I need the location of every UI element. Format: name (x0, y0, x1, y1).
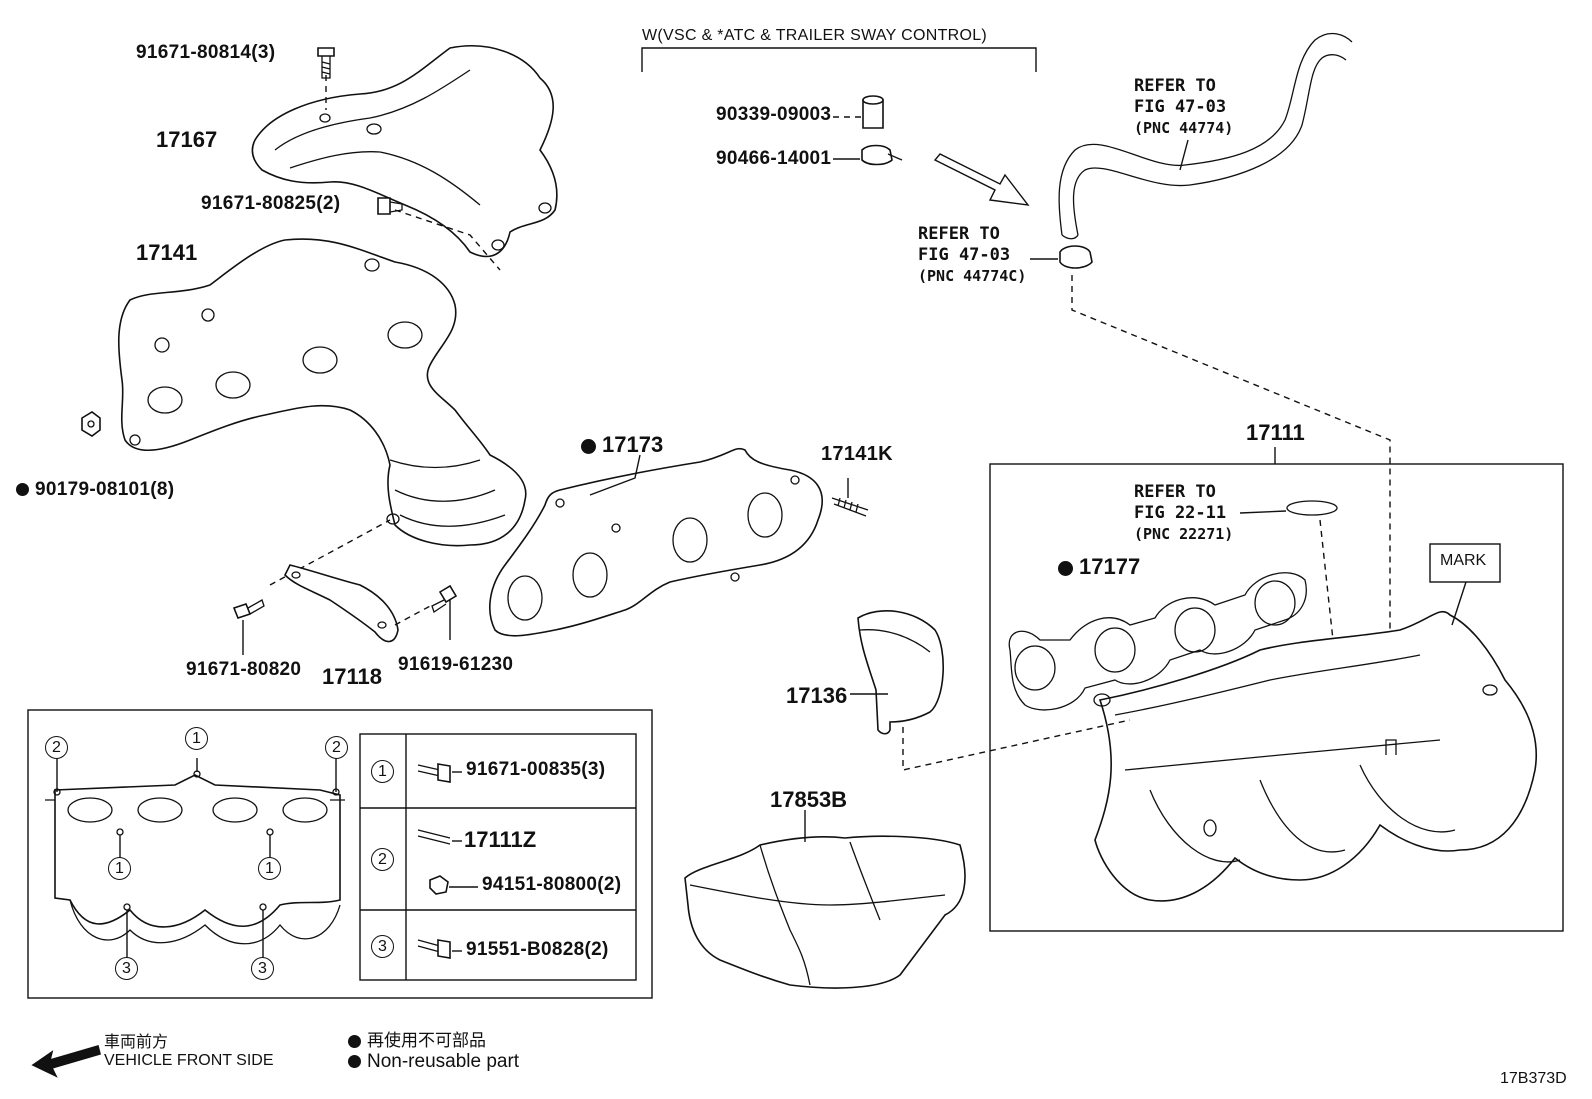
hose-shape (1058, 32, 1353, 240)
marker-1: 1 (108, 857, 131, 880)
nonreuse-dot-icon (16, 483, 29, 497)
bolt-80825-shape (377, 197, 403, 215)
legend-front-en: VEHICLE FRONT SIDE (104, 1052, 274, 1069)
nonreuse-dot-icon (348, 1035, 361, 1049)
label-heat-insulator: 17167 (156, 127, 218, 152)
table-item-3a: 91551-B0828(2) (466, 939, 609, 960)
bolt-80820-shape (232, 599, 265, 619)
marker-3: 3 (251, 957, 274, 980)
label-bolt-80814: 91671-80814(3) (136, 42, 276, 63)
label-insulator-17136: 17136 (786, 683, 848, 708)
gasket-17177-shape (1008, 572, 1307, 711)
label-gasket-17177: 17177 (1058, 554, 1140, 580)
stud-shape (831, 497, 869, 517)
label-bolt-80820: 91671-80820 (186, 659, 302, 680)
table-item-2b: 94151-80800(2) (482, 874, 622, 895)
intake-manifold-shape (1093, 610, 1538, 902)
table-key-2: 2 (371, 848, 394, 871)
cap-shape (862, 95, 884, 129)
table-item-2a: 17111Z (464, 827, 537, 852)
hose-clamp-shape (1059, 245, 1093, 269)
label-stay: 17118 (322, 664, 382, 689)
nut-shape (81, 411, 101, 437)
mark-box (1429, 543, 1501, 583)
option-bracket (641, 47, 1037, 72)
table-key-3: 3 (371, 935, 394, 958)
table-fastener-icons (417, 763, 451, 959)
gasket-17173-shape (489, 447, 823, 637)
label-nut: 90179-08101(8) (16, 479, 174, 501)
legend-front-jp: 車両前方 (104, 1034, 169, 1051)
ref-hose-clamp: REFER TO FIG 47-03 (PNC 44774C) (918, 224, 1027, 285)
figure-code: 17B373D (1500, 1070, 1567, 1087)
legend-nonreuse-en: Non-reusable part (348, 1051, 519, 1073)
nonreuse-dot-icon (581, 438, 596, 454)
fastener-view-box (27, 709, 653, 999)
label-gasket-17173: 17173 (581, 432, 663, 458)
marker-2: 2 (45, 736, 68, 759)
marker-3: 3 (115, 957, 138, 980)
exhaust-manifold-shape (117, 238, 527, 547)
nonreuse-dot-icon (1058, 560, 1073, 576)
legend-nonreuse-jp: 再使用不可部品 (348, 1026, 486, 1051)
intake-manifold-box (989, 463, 1564, 932)
marker-2: 2 (325, 736, 348, 759)
bolt-61230-shape (431, 584, 458, 614)
stay-shape (284, 564, 399, 643)
fastener-table-grid (359, 733, 637, 981)
option-note: W(VSC & *ATC & TRAILER SWAY CONTROL) (642, 27, 988, 44)
label-clamp: 90466-14001 (716, 148, 832, 169)
ref-hose-upper: REFER TO FIG 47-03 (PNC 44774) (1134, 76, 1234, 137)
nonreuse-dot-icon (348, 1055, 361, 1069)
label-stud: 17141K (821, 443, 893, 465)
marker-1: 1 (258, 857, 281, 880)
label-exhaust-manifold: 17141 (136, 240, 198, 265)
label-intake-manifold: 17111 (1246, 420, 1305, 445)
cover-17853B-shape (684, 835, 966, 989)
bolt-80814-shape (317, 47, 335, 79)
direction-arrow (933, 153, 1030, 206)
oring-shape (1286, 500, 1338, 516)
table-key-1: 1 (371, 760, 394, 783)
label-cap: 90339-09003 (716, 104, 832, 125)
label-bolt-61230: 91619-61230 (398, 654, 514, 675)
manifold-top-view (45, 757, 345, 958)
label-cover-17853B: 17853B (770, 787, 848, 812)
front-arrow-icon (31, 1044, 101, 1078)
mark-label: MARK (1440, 552, 1487, 569)
heat-insulator-shape (251, 45, 558, 258)
marker-1: 1 (185, 727, 208, 750)
label-bolt-80825: 91671-80825(2) (201, 193, 341, 214)
clamp-shape (861, 144, 903, 166)
insulator-17136-shape (857, 610, 944, 735)
table-item-1a: 91671-00835(3) (466, 759, 606, 780)
ref-oring: REFER TO FIG 22-11 (PNC 22271) (1134, 482, 1234, 543)
